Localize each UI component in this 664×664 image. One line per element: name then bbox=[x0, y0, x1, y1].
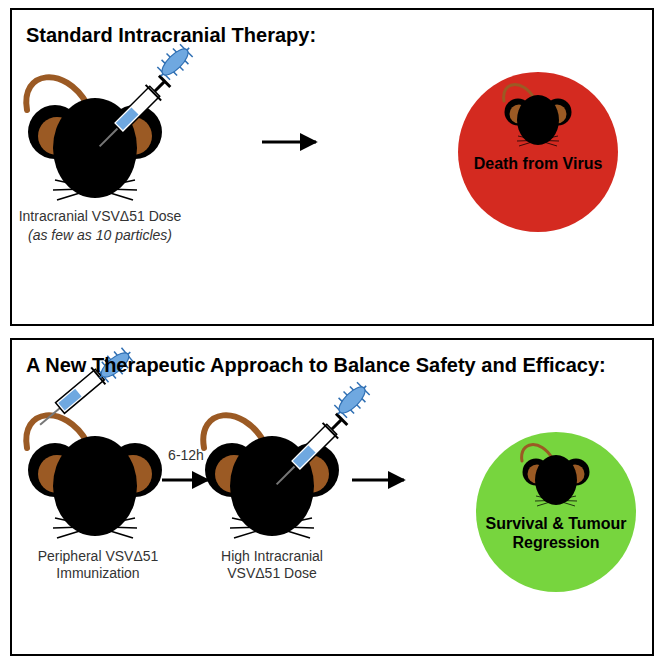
outcome-text: Survival & Tumour Regression bbox=[481, 514, 631, 552]
caption-label: (as few as 10 particles) bbox=[10, 227, 190, 244]
caption-label: Intracranial VSVΔ51 Dose bbox=[10, 208, 190, 225]
caption-label: 6-12h bbox=[156, 447, 216, 464]
outcome-circle: Death from Virus bbox=[458, 72, 618, 232]
mouse-icon bbox=[458, 72, 618, 232]
outcome-circle: Survival & Tumour Regression bbox=[476, 432, 636, 592]
caption-label: High Intracranial VSVΔ51 Dose bbox=[197, 548, 347, 582]
mouse-icon bbox=[476, 432, 636, 592]
panel-heading: Standard Intracranial Therapy: bbox=[26, 24, 316, 47]
panel-box: Standard Intracranial Therapy: Death from… bbox=[10, 8, 654, 326]
outcome-text: Death from Virus bbox=[463, 154, 613, 173]
panel-box: A New Therapeutic Approach to Balance Sa… bbox=[10, 338, 654, 656]
panel-heading: A New Therapeutic Approach to Balance Sa… bbox=[26, 354, 606, 377]
caption-label: Peripheral VSVΔ51 Immunization bbox=[23, 548, 173, 582]
